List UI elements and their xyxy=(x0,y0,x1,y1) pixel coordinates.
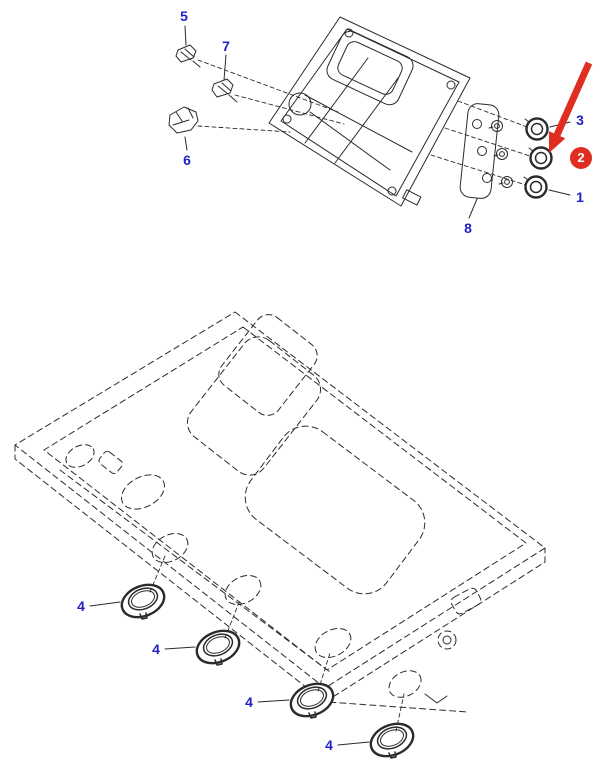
knob-3-art xyxy=(524,117,549,141)
bezel-ring-art-4 xyxy=(369,722,415,759)
assembly-lines-left xyxy=(197,59,345,133)
callout-leaders-bottom xyxy=(89,601,370,746)
console-art xyxy=(14,311,546,713)
red-arrow-icon xyxy=(548,61,593,153)
callout-leaders-top xyxy=(184,25,571,219)
callout-4d[interactable]: 4 xyxy=(325,737,333,753)
callout-3[interactable]: 3 xyxy=(576,112,584,128)
control-panel-art xyxy=(268,16,471,207)
callout-4c[interactable]: 4 xyxy=(245,694,253,710)
mounting-plate-art xyxy=(459,103,500,199)
part-5-art xyxy=(175,44,201,68)
bezel-ring-art-3 xyxy=(289,682,335,719)
callout-1[interactable]: 1 xyxy=(576,189,584,205)
callout-2-label: 2 xyxy=(577,150,585,165)
bezel-ring-art-2 xyxy=(195,629,241,666)
callout-8[interactable]: 8 xyxy=(464,220,472,236)
part-6-art xyxy=(168,106,199,134)
callout-7[interactable]: 7 xyxy=(222,38,230,54)
washer-art xyxy=(488,120,513,188)
callout-4b[interactable]: 4 xyxy=(152,641,160,657)
callout-6[interactable]: 6 xyxy=(183,152,191,168)
callout-5[interactable]: 5 xyxy=(180,8,188,24)
bezel-ring-art-1 xyxy=(120,583,166,620)
part-7-art xyxy=(211,78,238,103)
assembly-lines-right xyxy=(430,100,531,186)
knob-2-art[interactable] xyxy=(528,146,553,170)
assembly-lines-bezels xyxy=(149,555,405,732)
callout-2-highlighted-badge[interactable]: 2 xyxy=(570,147,592,169)
callout-4a[interactable]: 4 xyxy=(77,598,85,614)
knob-1-art xyxy=(523,175,548,199)
